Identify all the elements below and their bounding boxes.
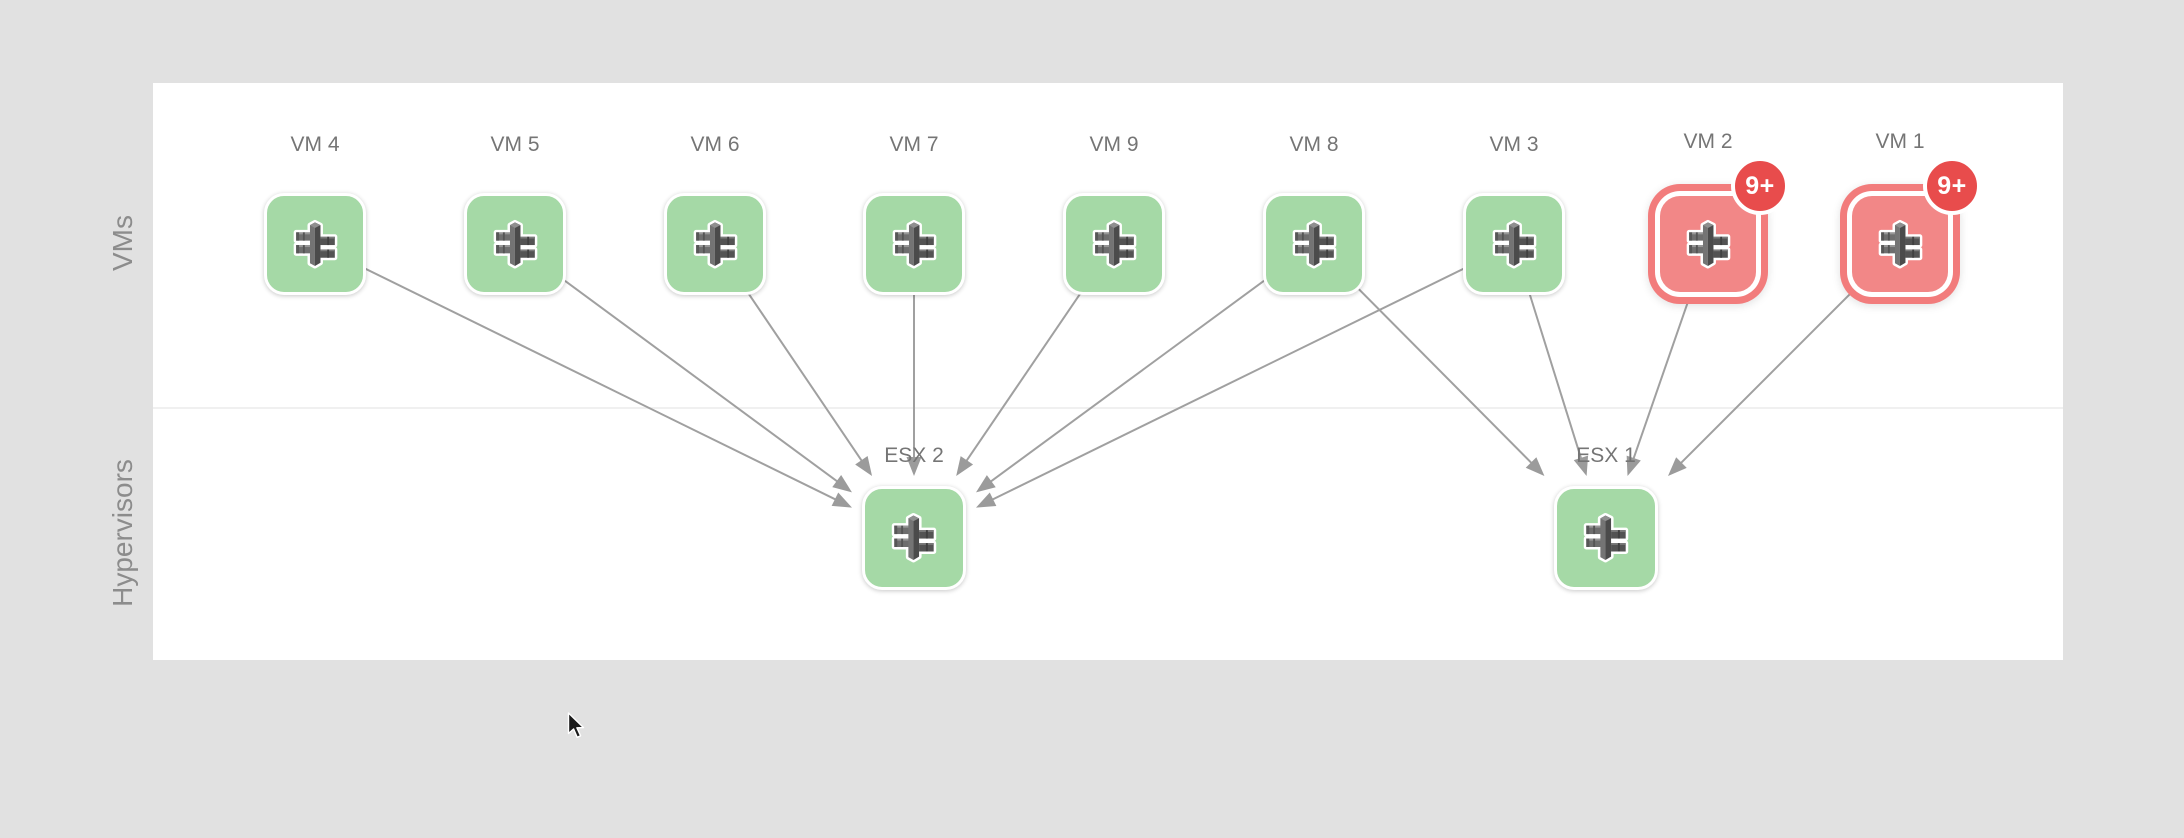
virtual-machine-icon — [1092, 219, 1136, 269]
arrowhead — [906, 457, 922, 476]
node-vm5[interactable]: VM 5 — [464, 133, 566, 295]
edge-vm3-esx2 — [990, 243, 1515, 502]
node-label: ESX 1 — [1576, 444, 1636, 467]
node-vm9[interactable]: VM 9 — [1063, 133, 1165, 295]
mouse-cursor — [567, 712, 585, 738]
node-label: VM 8 — [1289, 133, 1339, 156]
node-vm1[interactable]: VM 1 9+ — [1852, 130, 1981, 292]
edge-vm5-esx2 — [514, 243, 839, 484]
alert-count-badge[interactable]: 9+ — [1923, 157, 1981, 215]
arrowhead — [1525, 457, 1545, 476]
arrowhead — [976, 492, 997, 508]
node-label: VM 3 — [1489, 133, 1539, 156]
arrowhead — [1668, 457, 1687, 476]
node-vm7[interactable]: VM 7 — [863, 133, 965, 295]
node-label: ESX 2 — [884, 444, 944, 467]
virtual-machine-icon — [293, 219, 337, 269]
node-vm3[interactable]: VM 3 — [1463, 133, 1565, 295]
virtual-machine-icon — [693, 219, 737, 269]
arrowhead — [832, 475, 852, 493]
arrowhead — [855, 456, 873, 476]
node-label: VM 9 — [1089, 133, 1139, 156]
node-label: VM 2 — [1683, 130, 1733, 153]
virtual-machine-icon — [493, 219, 537, 269]
arrowhead — [956, 456, 974, 476]
arrowhead — [831, 492, 852, 508]
node-label: VM 7 — [889, 133, 939, 156]
arrowhead — [1573, 455, 1589, 476]
node-label: VM 5 — [490, 133, 540, 156]
node-vm8[interactable]: VM 8 — [1263, 133, 1365, 295]
hypervisor-host-icon — [1583, 512, 1629, 563]
edge-vm4-esx2 — [314, 243, 838, 501]
virtual-machine-icon — [1686, 219, 1730, 269]
edge-vm8-esx2 — [989, 243, 1315, 484]
row-divider — [153, 407, 2063, 409]
node-label: VM 1 — [1875, 130, 1925, 153]
arrowhead — [976, 475, 996, 493]
virtual-machine-icon — [892, 219, 936, 269]
alert-count-badge[interactable]: 9+ — [1731, 157, 1789, 215]
virtual-machine-icon — [1292, 219, 1336, 269]
node-vm2[interactable]: VM 2 9+ — [1660, 130, 1789, 292]
node-label: VM 6 — [690, 133, 740, 156]
node-esx2[interactable]: ESX 2 — [862, 444, 966, 590]
node-label: VM 4 — [290, 133, 340, 156]
node-esx1[interactable]: ESX 1 — [1554, 444, 1658, 590]
node-vm6[interactable]: VM 6 — [664, 133, 766, 295]
hypervisor-host-icon — [891, 512, 937, 563]
virtual-machine-icon — [1492, 219, 1536, 269]
arrowhead — [1626, 455, 1641, 476]
node-vm4[interactable]: VM 4 — [264, 133, 366, 295]
virtual-machine-icon — [1878, 219, 1922, 269]
